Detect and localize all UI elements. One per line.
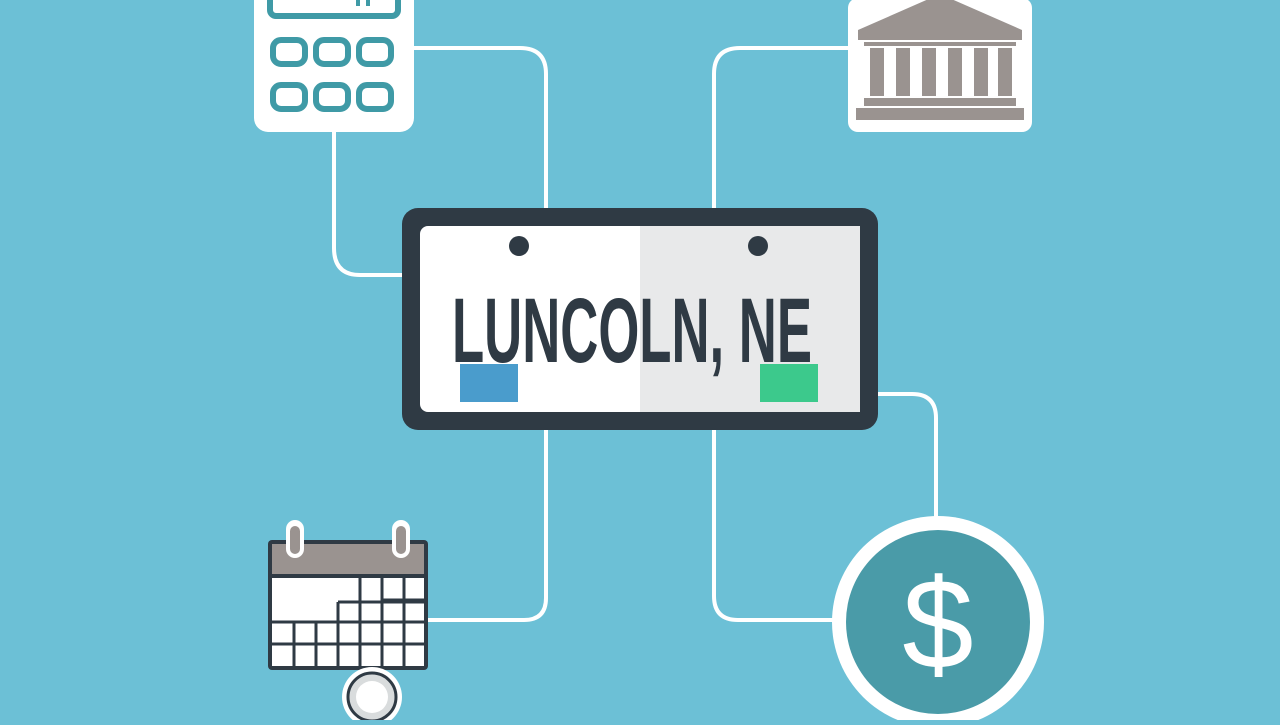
plate-green-tab (760, 364, 818, 402)
dollar-symbol: $ (902, 553, 973, 696)
connector-calculator-left (332, 128, 406, 277)
dollar-coin-icon: $ (832, 516, 1044, 725)
calculator-icon (254, 0, 414, 132)
plate-text: LUNCOLN, NE (452, 280, 812, 382)
connector-calendar (428, 428, 548, 622)
connector-lines (332, 46, 938, 622)
calendar-grid (272, 578, 424, 666)
bank-building-icon (848, 0, 1032, 132)
license-plate: LUNCOLN, NE (402, 208, 878, 430)
plate-blue-tab (460, 364, 518, 402)
clock-icon (342, 667, 402, 725)
connector-dollar-bottom (712, 428, 840, 622)
calendar-icon (268, 520, 428, 670)
connector-dollar-right (874, 392, 938, 522)
connector-bank (712, 46, 854, 212)
plate-bolt-right (748, 236, 768, 256)
plate-bolt-left (509, 236, 529, 256)
connector-calculator-top (412, 46, 548, 212)
